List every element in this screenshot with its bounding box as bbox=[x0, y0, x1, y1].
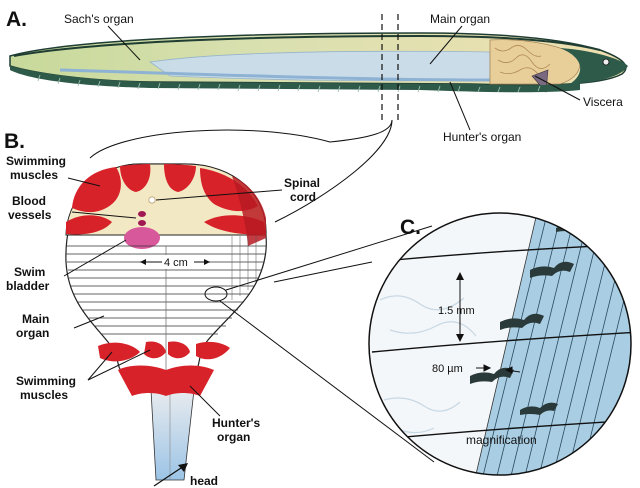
hunters-organ-band bbox=[59, 68, 491, 82]
panel-label-c: C. bbox=[400, 216, 421, 239]
section-connector-right bbox=[274, 119, 393, 223]
label-spinal-cord-1: Spinal bbox=[284, 176, 320, 190]
fin-rays bbox=[37, 74, 541, 93]
label-main-organ-b-2: organ bbox=[16, 326, 49, 340]
zoom-line-outer bbox=[273, 261, 373, 283]
thickness-arrows bbox=[476, 364, 521, 374]
electroplate-stack bbox=[66, 245, 266, 335]
magnifier-circle-border bbox=[368, 212, 632, 476]
head-arrowhead bbox=[178, 463, 188, 472]
top-muscle-r2 bbox=[164, 164, 196, 192]
blood-vessel-2 bbox=[138, 220, 146, 226]
leader-main-organ-b bbox=[73, 315, 105, 329]
spacing-arrowheads bbox=[456, 272, 464, 342]
zoom-marker bbox=[204, 286, 228, 302]
viscera-texture bbox=[494, 45, 551, 75]
label-swim-bladder-1: Swim bbox=[14, 265, 45, 279]
leader-viscera bbox=[534, 75, 581, 101]
anal-fin-strip bbox=[10, 66, 580, 93]
panel-a-fish bbox=[9, 14, 628, 223]
blood-vessel-1 bbox=[138, 211, 146, 217]
panel-label-a: A. bbox=[6, 8, 27, 31]
section-connector bbox=[89, 119, 393, 159]
top-muscle-left bbox=[72, 167, 121, 213]
leader-swim-muscles-bottom-1 bbox=[87, 351, 113, 381]
dorsal-stripe bbox=[13, 34, 601, 57]
label-hunters-organ-b-1: Hunter's bbox=[212, 416, 261, 430]
label-width-measure: 4 cm bbox=[164, 257, 188, 269]
panel-label-b: B. bbox=[4, 130, 25, 153]
label-spinal-cord-2: cord bbox=[290, 190, 316, 204]
label-spacing-measure: 1.5 mm bbox=[438, 305, 475, 317]
swim-bladder bbox=[124, 227, 160, 249]
label-swim-muscles-bottom-1: Swimming bbox=[16, 374, 76, 388]
width-label-bg bbox=[162, 255, 194, 269]
marble-texture bbox=[379, 295, 477, 434]
leader-swim-muscles-top bbox=[67, 177, 101, 187]
side-muscle-left bbox=[66, 215, 112, 235]
label-thickness-measure: 80 µm bbox=[432, 363, 463, 375]
leader-spinal bbox=[155, 189, 283, 201]
label-viscera: Viscera bbox=[583, 95, 623, 109]
label-swim-muscles-top-2: muscles bbox=[10, 168, 58, 182]
label-main-organ-a: Main organ bbox=[430, 12, 490, 26]
label-swim-muscles-top-1: Swimming bbox=[6, 154, 66, 168]
leader-hunters-b bbox=[189, 385, 221, 417]
label-sachs-organ: Sach's organ bbox=[64, 12, 134, 26]
label-main-organ-b-1: Main bbox=[22, 312, 49, 326]
bottom-muscle-mid-left bbox=[144, 341, 166, 359]
leader-main-organ bbox=[429, 25, 463, 65]
eye bbox=[602, 58, 610, 66]
panel-b-cross-section bbox=[63, 163, 435, 487]
leader-blood-vessels bbox=[71, 211, 137, 219]
label-swim-muscles-bottom-2: muscles bbox=[20, 388, 68, 402]
leader-hunters bbox=[449, 81, 471, 131]
section-cut-lines bbox=[381, 14, 399, 120]
label-blood-vessels-1: Blood bbox=[12, 194, 46, 208]
label-head: head bbox=[190, 474, 218, 488]
label-hunters-organ-a: Hunter's organ bbox=[443, 130, 521, 144]
label-hunters-organ-b-2: organ bbox=[217, 430, 250, 444]
zoom-line-bottom bbox=[219, 300, 435, 463]
panel-c-magnification bbox=[273, 212, 632, 476]
top-muscle-l2 bbox=[120, 164, 151, 192]
leader-swim-muscles-bottom-2 bbox=[87, 349, 151, 381]
bottom-muscle-right bbox=[196, 341, 230, 360]
bottom-muscle-mid-right bbox=[168, 341, 190, 359]
zoom-line-top bbox=[225, 225, 433, 291]
label-magnification: magnification bbox=[466, 433, 537, 447]
leader-sachs bbox=[107, 25, 141, 61]
label-blood-vessels-2: vessels bbox=[8, 208, 52, 222]
leader-swim-bladder bbox=[63, 239, 127, 277]
label-swim-bladder-2: bladder bbox=[6, 279, 50, 293]
head-dark-band bbox=[560, 48, 628, 84]
head-arrow-line bbox=[153, 465, 185, 487]
spinal-cord bbox=[148, 196, 156, 204]
hunters-organ-lobes bbox=[118, 365, 214, 396]
